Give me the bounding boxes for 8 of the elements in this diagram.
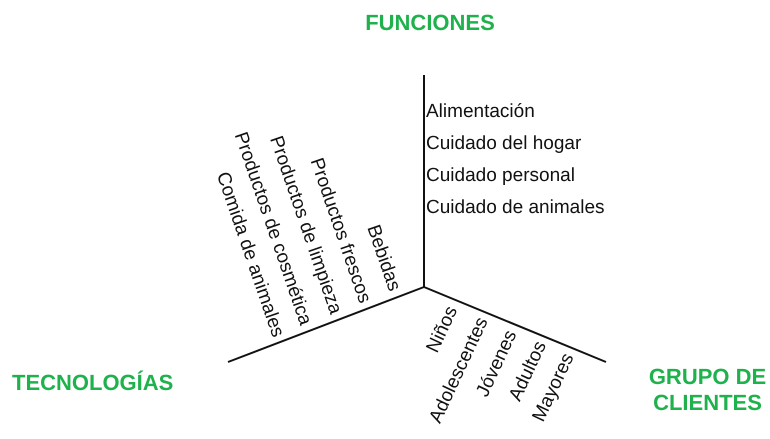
function-label: Alimentación [426,102,535,121]
function-label: Cuidado de animales [426,198,605,217]
axis-title: FUNCIONES [364,10,496,36]
technology-label: Bebidas [364,222,404,294]
axis-title: GRUPO DE CLIENTES [648,364,768,417]
function-label: Cuidado del hogar [426,134,582,153]
function-label: Cuidado personal [426,166,575,185]
axis-title: TECNOLOGÍAS [12,370,174,396]
